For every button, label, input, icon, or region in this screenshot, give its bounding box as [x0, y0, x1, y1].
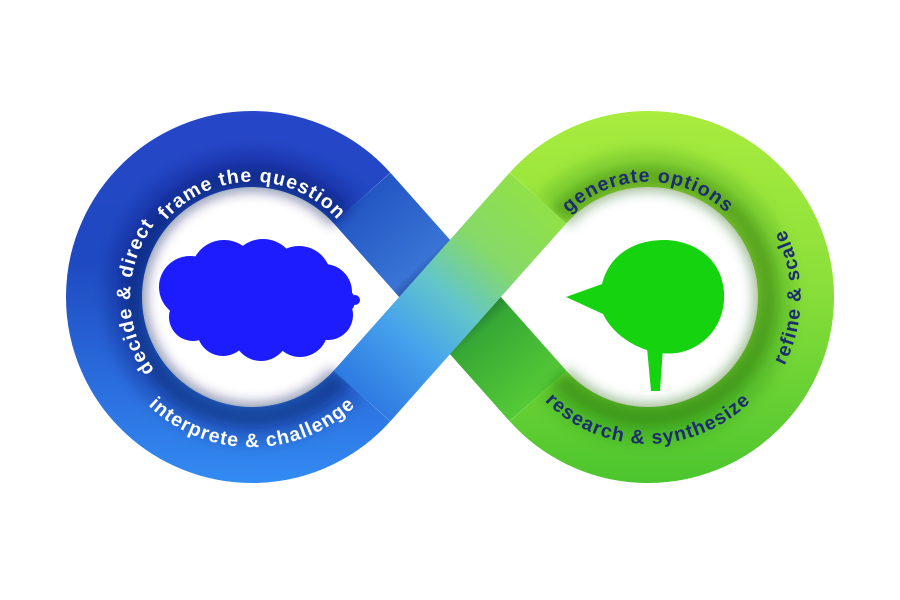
right-ring-inner-shadow — [551, 167, 778, 427]
right-scribble-blob — [566, 239, 725, 391]
left-ring-mid-shadow — [103, 148, 364, 446]
right-ring-mid-shadow — [536, 148, 797, 446]
left-ring-inner-shadow — [122, 167, 349, 427]
crossing-strand-front — [333, 172, 567, 422]
left-scribble-blob — [159, 239, 360, 361]
